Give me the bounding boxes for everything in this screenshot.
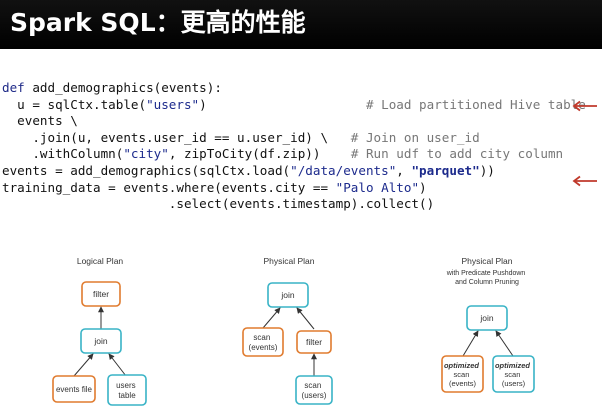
optimized-plan-title: Physical Plan: [461, 256, 512, 266]
code-token: .withColumn(: [2, 146, 124, 162]
code-comment: # Join on user_id: [350, 129, 480, 145]
code-token: ,: [396, 162, 412, 178]
code-comment: # Run udf to add city column: [350, 146, 564, 162]
query-plans-diagram: Logical Plan filter join events file use…: [52, 256, 535, 406]
code-token: events \: [2, 113, 78, 129]
code-token: "Palo Alto": [335, 179, 420, 195]
code-token: training_data = events.where(events.city…: [2, 179, 336, 195]
scan-users-node: [295, 375, 333, 405]
red-arrow-icon: [572, 100, 597, 112]
code-token: events = add_demographics(sqlCtx.load(: [2, 162, 291, 178]
physical-plan: Physical Plan join scan (events) filter …: [242, 256, 333, 405]
code-block: def add_demographics(events): u = sqlCtx…: [2, 80, 586, 213]
code-token: ): [199, 96, 366, 112]
join-node-label: join: [479, 313, 494, 323]
code-line: def add_demographics(events):: [2, 80, 222, 95]
scan-users-label: scan (users): [302, 381, 327, 400]
code-token: "users": [146, 96, 200, 112]
filter-node-label: filter: [306, 337, 322, 347]
red-arrow-icon: [572, 175, 597, 187]
filter-node-label: filter: [93, 289, 109, 299]
optimized-scan-events-label: optimized scan (events): [444, 361, 481, 388]
code-token: u = sqlCtx.table(: [2, 96, 147, 112]
events-file-label: events file: [56, 385, 93, 394]
join-node-label: join: [93, 336, 108, 346]
code-token: )): [479, 162, 495, 178]
code-token: .select(events.timestamp).collect(): [2, 196, 435, 212]
logical-plan: Logical Plan filter join events file use…: [52, 256, 147, 406]
join-node: [267, 282, 309, 308]
physical-plan-title: Physical Plan: [263, 256, 314, 266]
users-table-node: [107, 374, 147, 406]
code-line: training_data = events.where(events.city…: [2, 180, 427, 195]
optimized-plan-subtitle: with Predicate Pushdown and Column Pruni…: [446, 270, 528, 286]
optimized-scan-users-node: [492, 355, 535, 393]
optimized-physical-plan: Physical Plan with Predicate Pushdown an…: [441, 256, 535, 393]
code-token: add_demographics(events):: [32, 80, 222, 95]
join-node-label: join: [280, 290, 295, 300]
optimized-scan-users-label: optimized scan (users): [495, 361, 532, 388]
title-bar: Spark SQL：更高的性能: [0, 0, 602, 49]
users-table-label: users table: [116, 381, 138, 400]
optimized-scan-events-node: [441, 355, 484, 393]
code-token: def: [2, 80, 33, 95]
code-line: events \: [2, 113, 78, 128]
code-line: events = add_demographics(sqlCtx.load("/…: [2, 163, 495, 178]
code-comment: # Load partitioned Hive table: [365, 96, 586, 112]
code-line: .withColumn("city", zipToCity(df.zip)) #…: [2, 146, 563, 161]
join-node: [466, 305, 508, 331]
filter-node: [81, 281, 121, 307]
code-token: "city": [123, 146, 169, 162]
code-token: ): [419, 179, 427, 195]
filter-node: [296, 330, 332, 354]
code-line: u = sqlCtx.table("users") # Load partiti…: [2, 97, 586, 112]
code-token: "parquet": [411, 162, 480, 178]
code-token: "/data/events": [290, 162, 397, 178]
code-token: .join(u, events.user_id == u.user_id) \: [2, 129, 351, 145]
events-file-node: [52, 375, 96, 403]
scan-events-label: scan (events): [249, 333, 278, 352]
slide-title: Spark SQL：更高的性能: [10, 8, 306, 37]
code-token: , zipToCity(df.zip)): [168, 146, 351, 162]
join-node: [80, 328, 122, 354]
code-line: .join(u, events.user_id == u.user_id) \ …: [2, 129, 480, 145]
code-line: .select(events.timestamp).collect(): [2, 196, 434, 211]
logical-plan-title: Logical Plan: [77, 256, 124, 266]
scan-events-node: [242, 327, 284, 357]
